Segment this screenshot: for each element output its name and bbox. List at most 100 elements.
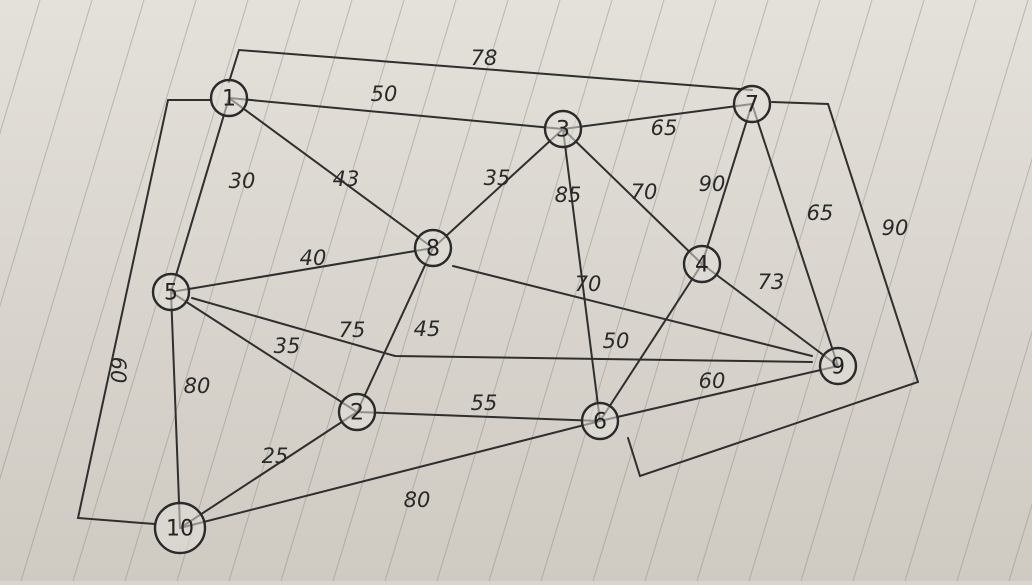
- node-label: 5: [164, 281, 178, 306]
- edges: [76, 48, 920, 529]
- edge-weight-7-6: 90: [882, 216, 909, 240]
- edge-weight-6-10: 80: [404, 488, 431, 512]
- ruled-line: [20, 0, 197, 582]
- ruled-line: [540, 0, 717, 582]
- edge-4-9: [701, 263, 839, 367]
- edge-weight-1-5: 30: [229, 169, 256, 193]
- node-circle: [413, 228, 453, 268]
- edge-1-3: [228, 97, 564, 130]
- edge-weight-7-9: 65: [807, 201, 834, 225]
- edge-weight-1-8: 43: [333, 167, 360, 191]
- ruled-line: [0, 0, 41, 135]
- edge-4-6: [599, 263, 703, 422]
- edge-3-4: [562, 128, 703, 265]
- edge-1-8: [228, 97, 434, 249]
- node-label: 7: [745, 93, 759, 118]
- ruled-line: [852, 0, 1029, 582]
- node-8: 8: [413, 228, 453, 268]
- node-10: 10: [153, 501, 207, 555]
- node-label: 6: [593, 410, 607, 435]
- edge-1-7: [228, 48, 753, 91]
- ruled-line: [436, 0, 613, 582]
- edge-5-8: [170, 247, 434, 293]
- edge-weight-3-6: 85: [555, 183, 582, 207]
- edge-weight-5-9: 75: [339, 318, 366, 342]
- edge-weight-1-10: 60: [106, 357, 130, 384]
- ruled-line: [332, 0, 509, 582]
- ruled-line: [592, 0, 769, 582]
- node-label: 4: [695, 253, 709, 278]
- node-6: 6: [580, 401, 620, 441]
- node-label: 1: [222, 87, 236, 112]
- node-circle: [543, 109, 583, 149]
- edge-5-2: [170, 291, 358, 413]
- edge-weight-8-9: 70: [575, 272, 602, 296]
- node-3: 3: [543, 109, 583, 149]
- edge-3-6: [562, 128, 601, 422]
- edge-6-10: [179, 420, 601, 529]
- ruled-line: [228, 0, 405, 582]
- edge-weight-1-3: 50: [371, 82, 398, 106]
- node-1: 1: [209, 78, 249, 118]
- ruled-line: [0, 0, 145, 480]
- edge-weight-5-8: 40: [300, 246, 327, 270]
- edge-7-9: [751, 103, 839, 367]
- node-circle: [337, 392, 377, 432]
- node-label: 10: [166, 517, 194, 542]
- edge-5-10: [170, 291, 181, 529]
- edge-weight-5-10: 80: [184, 374, 211, 398]
- edge-weight-8-2: 45: [414, 317, 441, 341]
- edge-8-9: [452, 265, 813, 357]
- ruled-line: [956, 330, 1032, 582]
- node-label: 8: [426, 237, 440, 262]
- node-2: 2: [337, 392, 377, 432]
- node-label: 9: [831, 355, 845, 380]
- edge-5-9: [191, 297, 813, 363]
- node-circle: [209, 78, 249, 118]
- ruled-line: [644, 0, 821, 582]
- node-5: 5: [151, 272, 191, 312]
- edge-weight-3-7: 65: [651, 116, 678, 140]
- ruled-line: [280, 0, 457, 582]
- edge-weight-6-9: 60: [699, 369, 726, 393]
- ruled-line: [0, 0, 93, 308]
- node-label: 3: [556, 118, 570, 143]
- edge-7-6: [627, 101, 920, 478]
- edge-weight-1-7: 78: [471, 46, 498, 70]
- node-circle: [153, 501, 207, 555]
- node-9: 9: [818, 346, 858, 386]
- node-circle: [732, 84, 772, 124]
- edge-6-9: [599, 365, 839, 422]
- edge-3-8: [432, 128, 564, 249]
- node-circle: [580, 401, 620, 441]
- edge-weight-2-10: 25: [262, 444, 289, 468]
- edge-weight-5-2: 35: [274, 334, 301, 358]
- node-circle: [151, 272, 191, 312]
- ruled-line: [696, 0, 873, 582]
- ruled-line: [904, 157, 1032, 582]
- edge-weight-2-6: 55: [471, 391, 498, 415]
- edge-8-2: [356, 247, 434, 413]
- ruled-line: [748, 0, 925, 582]
- edge-3-7: [562, 103, 753, 130]
- edge-weight-3-4: 70: [631, 180, 658, 204]
- edge-2-10: [179, 411, 358, 529]
- edge-7-4: [701, 103, 753, 265]
- edge-weight-4-6: 50: [603, 329, 630, 353]
- edge-weight-4-9: 73: [758, 270, 785, 294]
- node-circle: [818, 346, 858, 386]
- edge-2-6: [356, 411, 601, 422]
- ruled-line: [176, 0, 353, 582]
- edge-1-5: [170, 97, 230, 293]
- ruled-line: [1008, 502, 1032, 582]
- edge-1-10: [76, 99, 211, 525]
- node-circle: [682, 244, 722, 284]
- ruled-line: [488, 0, 665, 582]
- ruled-line: [124, 0, 301, 582]
- node-label: 2: [350, 401, 364, 426]
- ruled-line: [384, 0, 561, 582]
